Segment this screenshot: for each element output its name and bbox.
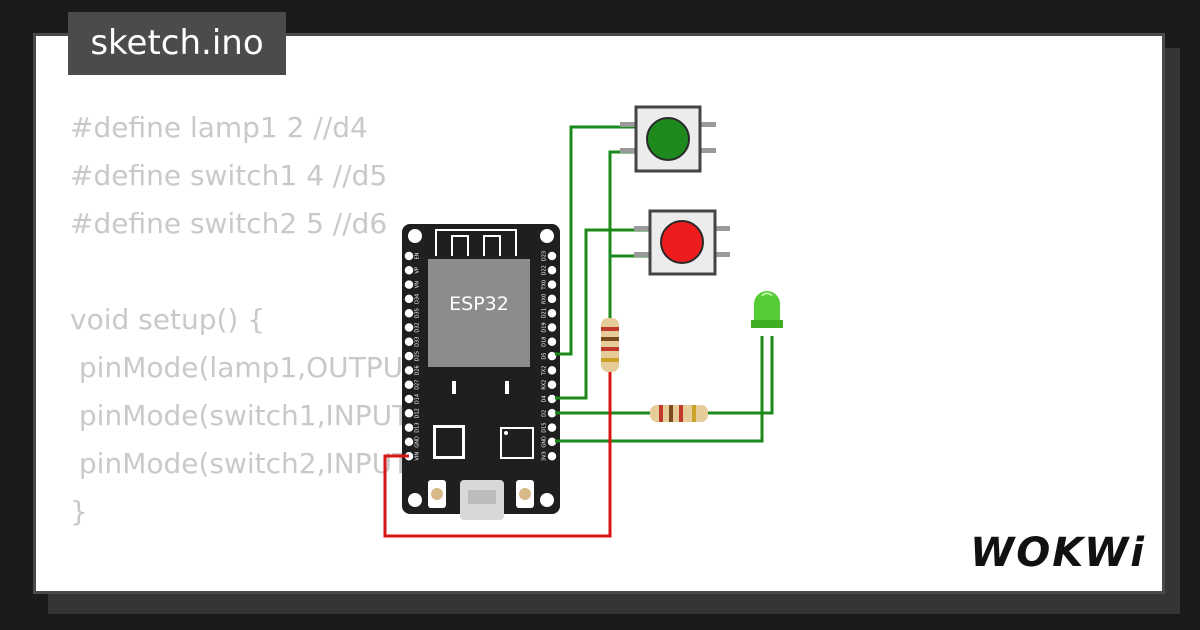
code-line: void setup() { <box>70 303 266 336</box>
esp32-module <box>428 259 530 367</box>
resistor-horizontal[interactable] <box>650 405 708 422</box>
pin-rx0[interactable] <box>546 293 558 305</box>
usb-uart-chip <box>500 427 534 459</box>
pin-label: D12 <box>415 408 421 418</box>
pin-d5[interactable] <box>546 350 558 362</box>
pin-label: D32 <box>415 322 421 332</box>
pin-d27[interactable] <box>403 378 415 391</box>
pin-d18[interactable] <box>546 336 558 348</box>
pin-label: D18 <box>542 337 548 347</box>
pin-tx0[interactable] <box>546 278 558 291</box>
pin-d13[interactable] <box>403 421 415 434</box>
wire-green-button-to-resistor <box>608 150 636 318</box>
pin-label: D25 <box>415 351 421 361</box>
pin-label: D27 <box>415 380 421 390</box>
wokwi-logo-text: WOKWi <box>970 530 1146 576</box>
pin-label: D33 <box>415 337 421 347</box>
pin-label: GND <box>415 436 421 448</box>
pin-label: RX2 <box>542 380 548 390</box>
pin-label: GND <box>542 436 548 448</box>
pin-label: D14 <box>415 394 421 404</box>
pin-d19[interactable] <box>546 321 558 334</box>
wire-d4-to-red-button <box>555 228 650 400</box>
pin-d15[interactable] <box>546 421 558 434</box>
board-label: ESP32 <box>449 293 509 315</box>
code-line: pinMode(lamp1,OUTPUT); <box>70 351 441 384</box>
pin-d34[interactable] <box>403 293 415 305</box>
wire-resistor-to-led <box>708 336 774 415</box>
pin-label: D15 <box>542 422 548 432</box>
pin-label: D21 <box>542 308 548 318</box>
esp32-board[interactable]: ESP32 ENVPVND34D35D32D33D25D26D27D14D12D… <box>402 224 560 520</box>
pin-label: D19 <box>542 322 548 332</box>
pin-label: RX0 <box>542 294 548 304</box>
pin-d14[interactable] <box>403 393 415 405</box>
file-tab[interactable]: sketch.ino <box>68 12 286 75</box>
pin-label: D2 <box>542 410 548 417</box>
pin-d23[interactable] <box>546 250 558 262</box>
code-line: #define lamp1 2 //d4 <box>70 111 368 144</box>
pin-d22[interactable] <box>546 264 558 277</box>
resistor-vertical[interactable] <box>601 318 619 372</box>
pin-label: VIN <box>415 452 421 461</box>
pin-d25[interactable] <box>403 350 415 362</box>
pin-d21[interactable] <box>546 307 558 319</box>
pin-label: D4 <box>542 395 548 402</box>
pin-label: 3V3 <box>542 451 548 461</box>
pin-vp[interactable] <box>403 264 415 277</box>
pin-vn[interactable] <box>403 278 415 291</box>
pin-label: VN <box>415 281 421 288</box>
red-pushbutton[interactable] <box>634 209 730 276</box>
green-led[interactable] <box>751 291 783 328</box>
pin-label: D23 <box>542 251 548 261</box>
pin-label: EN <box>415 252 421 259</box>
wire-gnd-to-led <box>555 336 764 443</box>
pin-label: TX0 <box>542 280 548 291</box>
pin-3v3[interactable] <box>546 450 558 462</box>
pin-rx2[interactable] <box>546 378 558 391</box>
code-line: #define switch2 5 //d6 <box>70 207 388 240</box>
pin-d33[interactable] <box>403 336 415 348</box>
code-editor[interactable]: #define lamp1 2 //d4 #define switch1 4 //… <box>70 104 548 591</box>
pin-label: D35 <box>415 308 421 318</box>
wire-d5-to-green-button <box>555 125 636 356</box>
pin-en[interactable] <box>403 250 415 262</box>
pin-d12[interactable] <box>403 407 415 420</box>
pin-label: VP <box>415 267 421 273</box>
wokwi-logo: WOKWi <box>970 530 1146 576</box>
pin-label: D13 <box>415 422 421 432</box>
pin-gnd[interactable] <box>403 436 415 448</box>
pin-d32[interactable] <box>403 321 415 334</box>
pin-d26[interactable] <box>403 364 415 377</box>
wire-vin-to-resistor <box>383 370 612 538</box>
pin-label: TX2 <box>542 366 548 377</box>
code-line: } <box>70 495 88 528</box>
pin-tx2[interactable] <box>546 364 558 377</box>
pin-label: D34 <box>415 294 421 304</box>
pin-d35[interactable] <box>403 307 415 319</box>
pin-label: D5 <box>542 353 548 360</box>
green-pushbutton[interactable] <box>620 105 716 173</box>
pin-label: D26 <box>415 365 421 375</box>
code-line: #define switch1 4 //d5 <box>70 159 388 192</box>
pin-label: D22 <box>542 265 548 275</box>
